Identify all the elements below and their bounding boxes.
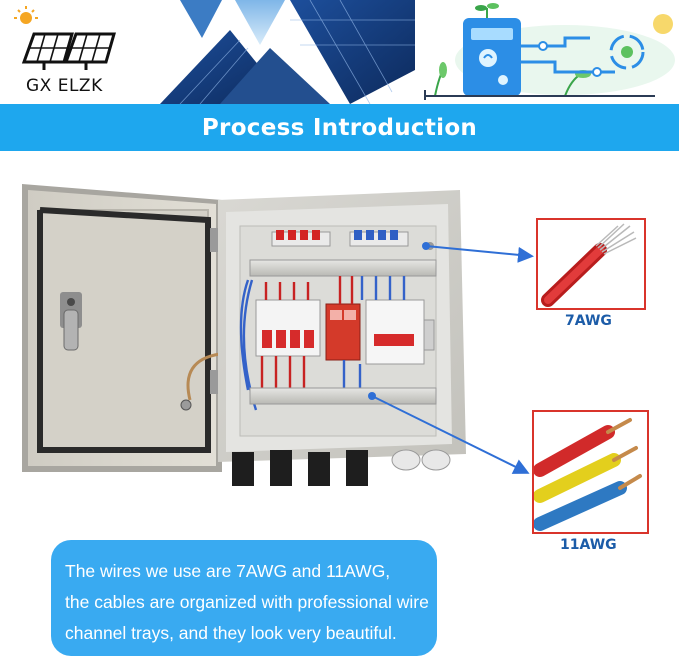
wire-7awg-label: 7AWG bbox=[565, 313, 612, 329]
wire-11awg-callout bbox=[532, 410, 649, 534]
brand-logo: GX ELZK bbox=[4, 4, 154, 102]
sun-icon bbox=[14, 6, 38, 24]
wire-7awg-callout bbox=[536, 218, 646, 310]
description-line-3: channel trays, and they look very beauti… bbox=[65, 623, 397, 643]
description-bubble: The wires we use are 7AWG and 11AWG, the… bbox=[51, 540, 437, 656]
description-line-2: the cables are organized with profession… bbox=[65, 592, 429, 612]
recycle-icon bbox=[609, 34, 645, 70]
solar-panel-icon bbox=[14, 6, 116, 70]
dc-breakers bbox=[255, 299, 435, 365]
battery-meter-icon bbox=[463, 18, 521, 96]
internal-wiring bbox=[239, 276, 406, 411]
busbar-terminals bbox=[271, 230, 434, 250]
wire-11awg-label: 11AWG bbox=[560, 537, 617, 553]
callout-pointers bbox=[368, 242, 534, 474]
solar-field-image bbox=[160, 0, 415, 104]
combiner-box-illustration bbox=[22, 184, 534, 486]
upper-wire-tray bbox=[249, 259, 437, 277]
section-banner: Process Introduction bbox=[0, 104, 679, 151]
door-latch bbox=[60, 292, 82, 351]
description-line-1: The wires we use are 7AWG and 11AWG, bbox=[65, 561, 391, 581]
header-strip: GX ELZK bbox=[0, 0, 679, 104]
banner-title: Process Introduction bbox=[201, 114, 478, 141]
lower-wire-tray bbox=[249, 387, 437, 405]
red-wire-image bbox=[541, 223, 637, 307]
tricolor-wire-image bbox=[533, 418, 642, 531]
enclosure-door bbox=[22, 184, 222, 472]
pv-connectors bbox=[232, 449, 451, 486]
eco-energy-illustration bbox=[415, 0, 679, 104]
brand-name: GX ELZK bbox=[26, 76, 103, 96]
enclosure-body bbox=[218, 190, 466, 486]
